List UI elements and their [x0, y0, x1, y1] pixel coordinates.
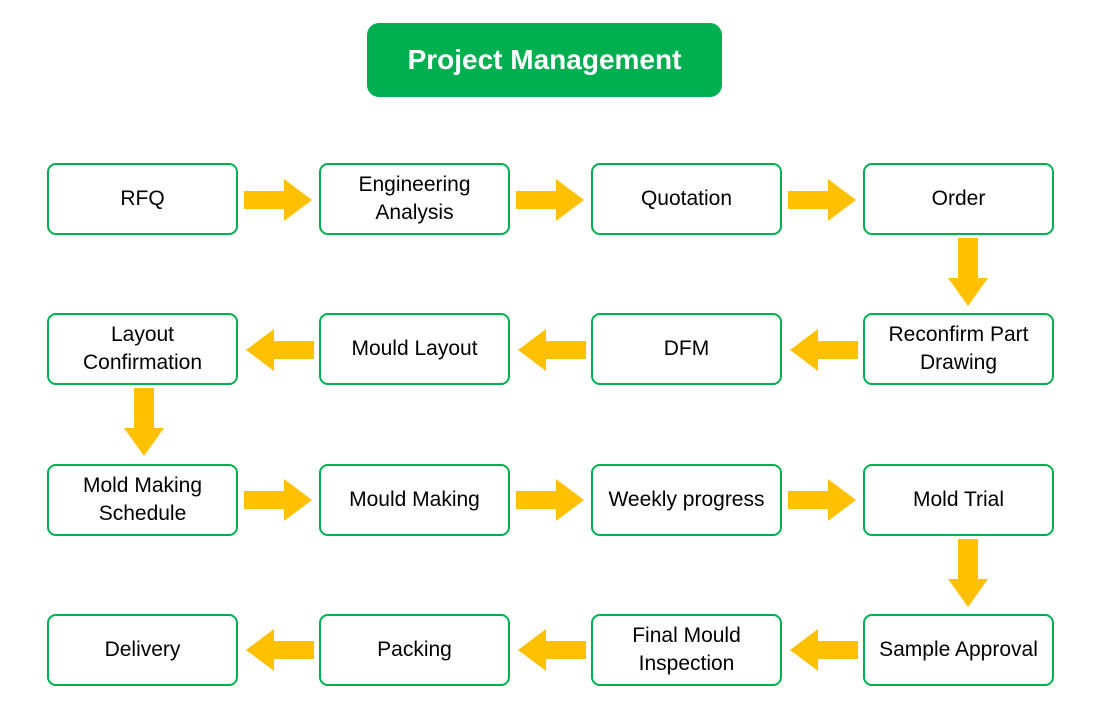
arrow-right-icon — [788, 179, 856, 221]
step-mold-making-schedule: Mold Making Schedule — [47, 464, 238, 536]
arrow-left-icon — [246, 329, 314, 371]
step-reconfirm-part-drawing: Reconfirm Part Drawing — [863, 313, 1054, 385]
step-sample-approval: Sample Approval — [863, 614, 1054, 686]
arrow-left-icon — [790, 629, 858, 671]
step-quotation: Quotation — [591, 163, 782, 235]
step-delivery: Delivery — [47, 614, 238, 686]
step-final-mould-inspection: Final Mould Inspection — [591, 614, 782, 686]
step-rfq: RFQ — [47, 163, 238, 235]
step-layout-confirmation: Layout Confirmation — [47, 313, 238, 385]
step-weekly-progress: Weekly progress — [591, 464, 782, 536]
step-mold-trial: Mold Trial — [863, 464, 1054, 536]
arrow-right-icon — [516, 179, 584, 221]
arrow-left-icon — [518, 329, 586, 371]
diagram-title: Project Management — [367, 23, 722, 97]
arrow-left-icon — [790, 329, 858, 371]
step-engineering-analysis: Engineering Analysis — [319, 163, 510, 235]
arrow-right-icon — [244, 479, 312, 521]
arrow-right-icon — [244, 179, 312, 221]
step-order: Order — [863, 163, 1054, 235]
step-dfm: DFM — [591, 313, 782, 385]
step-packing: Packing — [319, 614, 510, 686]
step-mould-making: Mould Making — [319, 464, 510, 536]
arrow-right-icon — [788, 479, 856, 521]
arrow-left-icon — [518, 629, 586, 671]
arrow-left-icon — [246, 629, 314, 671]
arrow-right-icon — [516, 479, 584, 521]
arrow-down-icon — [124, 388, 164, 456]
step-mould-layout: Mould Layout — [319, 313, 510, 385]
arrow-down-icon — [948, 238, 988, 306]
arrow-down-icon — [948, 539, 988, 607]
